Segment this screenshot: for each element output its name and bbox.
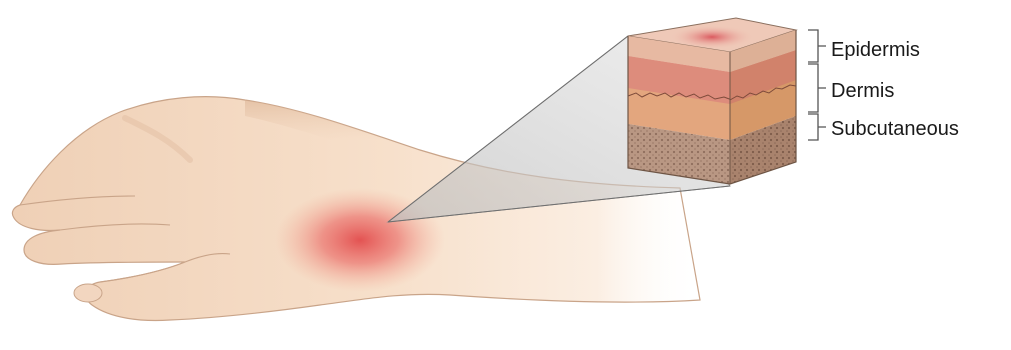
- label-subcutaneous: Subcutaneous: [831, 119, 959, 139]
- bracket-dermis: [808, 64, 826, 112]
- skin-cross-section: [628, 18, 796, 184]
- label-epidermis: Epidermis: [831, 40, 920, 60]
- layer-brackets: [808, 30, 826, 140]
- bracket-subcutaneous: [808, 114, 826, 140]
- thumbnail: [74, 284, 102, 302]
- label-dermis: Dermis: [831, 81, 894, 101]
- bracket-epidermis: [808, 30, 826, 62]
